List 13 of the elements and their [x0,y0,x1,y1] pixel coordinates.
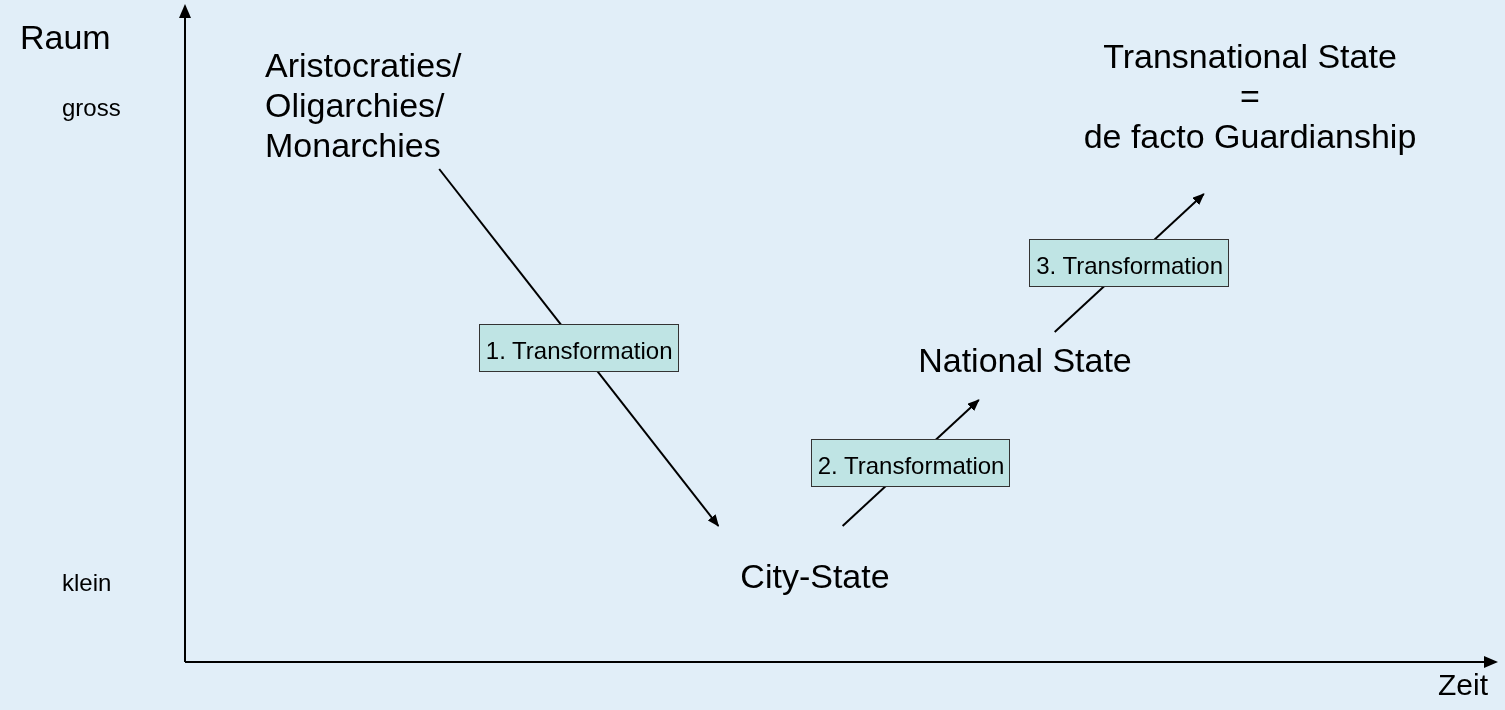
edge-label: 2. Transformation [810,439,1011,487]
edge-label: 3. Transformation [1029,239,1229,287]
edge-label: 1. Transformation [478,323,679,372]
state-label: Aristocraties/ Oligarchies/ Monarchies [265,45,463,165]
axis-tick-label: Zeit [1438,668,1488,702]
state-label: National State [918,340,1132,380]
state-label: City-State [740,556,890,596]
state-label: = [1240,76,1260,116]
axis-title: Raum [20,18,111,57]
state-label: Transnational State [1103,36,1397,76]
state-label: de facto Guardianship [1083,116,1417,156]
axis-tick-label: klein [62,569,112,597]
axis-tick-label: gross [62,94,121,122]
